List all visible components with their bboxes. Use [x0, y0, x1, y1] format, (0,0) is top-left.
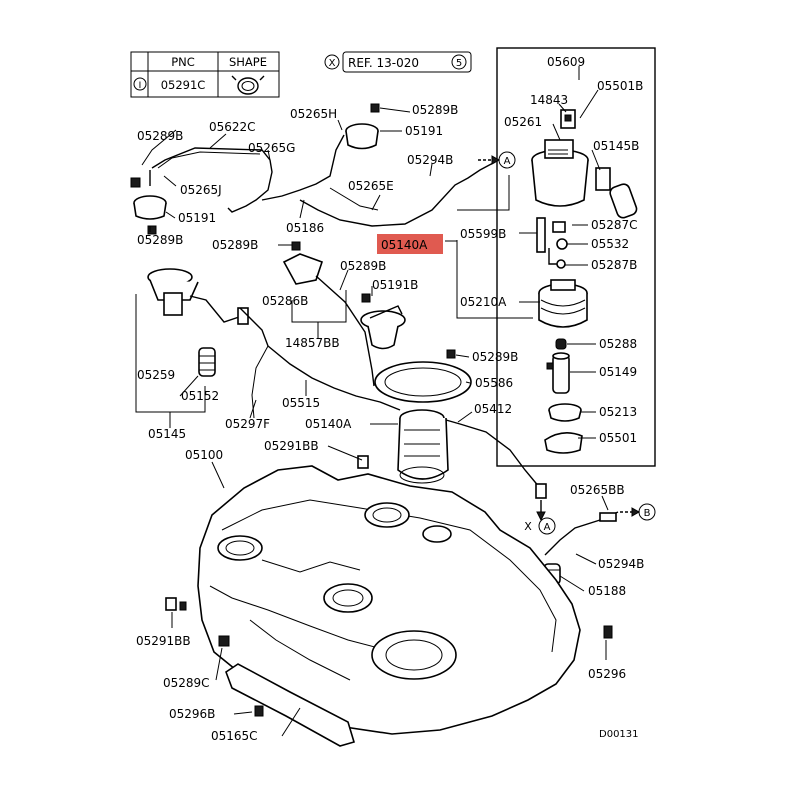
- label-05296B: 05296B: [169, 707, 215, 721]
- pump-module-exploded-box: [496, 47, 656, 467]
- leader-lines: [135, 66, 609, 737]
- label-05286B: 05286B: [262, 294, 308, 308]
- label-05145B: 05145B: [593, 139, 639, 153]
- label-05152: 05152: [181, 389, 219, 403]
- pnc-shape-table: PNC SHAPE I 05291C: [130, 51, 280, 98]
- label-05261: 05261: [504, 115, 542, 129]
- fuel-filler-cap-05191-left: [130, 177, 167, 235]
- label-05287C: 05287C: [591, 218, 638, 232]
- label-05210A: 05210A: [460, 295, 507, 309]
- fuel-tank-05100-part: [197, 465, 581, 735]
- label-05265J: 05265J: [180, 183, 222, 197]
- highlight-box-05140A: [377, 234, 443, 254]
- label-05622C: 05622C: [209, 120, 256, 134]
- label-05289B-right: 05289B: [340, 259, 386, 273]
- holder-05501-part: [544, 432, 583, 454]
- part-labels: 05609 05501B 14843 05261 05145B 05287C 0…: [136, 55, 644, 743]
- label-05188: 05188: [588, 584, 626, 598]
- label-05265H: 05265H: [290, 107, 337, 121]
- label-14843: 14843: [530, 93, 568, 107]
- label-05291BB-lower: 05291BB: [136, 634, 191, 648]
- label-05412: 05412: [474, 402, 512, 416]
- label-05265BB: 05265BB: [570, 483, 625, 497]
- label-05140A-highlighted: 05140A: [381, 238, 428, 252]
- label-14857BB: 14857BB: [285, 336, 340, 350]
- label-05289B-left: 05289B: [137, 129, 183, 143]
- label-05501B: 05501B: [597, 79, 643, 93]
- strainer-05213-part: [548, 403, 582, 422]
- fuel-lines-lower: [239, 307, 619, 556]
- exploded-link-lines: [456, 175, 533, 319]
- label-05288: 05288: [599, 337, 637, 351]
- label-05294B-lower: 05294B: [598, 557, 644, 571]
- table-cell-pnc: 05291C: [161, 78, 206, 92]
- label-05191B: 05191B: [372, 278, 418, 292]
- label-05165C: 05165C: [211, 729, 258, 743]
- table-row-mark: I: [139, 81, 142, 91]
- label-05532: 05532: [591, 237, 629, 251]
- reference-mark: X: [329, 58, 336, 69]
- label-05289B-mid: 05289B: [137, 233, 183, 247]
- pump-module-top-part: [531, 139, 589, 207]
- table-header-shape: SHAPE: [229, 55, 267, 69]
- label-05609: 05609: [547, 55, 585, 69]
- sender-bracket-05286B-part: [282, 241, 375, 387]
- label-05297F: 05297F: [225, 417, 270, 431]
- label-05265E: 05265E: [348, 179, 394, 193]
- label-05265G: 05265G: [248, 141, 295, 155]
- label-05291BB-top: 05291BB: [264, 439, 319, 453]
- fuel-filler-cap-05191-upper: [345, 103, 380, 150]
- tube-05599B-part: [536, 217, 546, 253]
- reference-tag: X REF. 13-020 5: [324, 51, 472, 73]
- reference-text: REF. 13-020: [348, 56, 419, 70]
- callout-a-top: A: [504, 156, 511, 167]
- fuel-gauge-unit-05259-part: [147, 268, 249, 377]
- label-05191-top: 05191: [405, 124, 443, 138]
- label-05501: 05501: [599, 431, 637, 445]
- label-05259: 05259: [137, 368, 175, 382]
- bolts: [165, 455, 613, 717]
- label-05213: 05213: [599, 405, 637, 419]
- label-05515: 05515: [282, 396, 320, 410]
- callout-arrows: [478, 155, 641, 517]
- label-05586: 05586: [475, 376, 513, 390]
- diagram-id: D00131: [599, 729, 639, 740]
- label-05289B-center: 05289B: [212, 238, 258, 252]
- label-05100: 05100: [185, 448, 223, 462]
- label-05287B: 05287B: [591, 258, 637, 272]
- label-05599B: 05599B: [460, 227, 506, 241]
- callout-b-right: B: [644, 508, 651, 519]
- grommet-05288-part: [555, 338, 567, 350]
- label-05289C: 05289C: [163, 676, 210, 690]
- protector-plate-05165C-part: [225, 663, 355, 747]
- filler-cap-05191B-part: [360, 293, 406, 350]
- label-05140A: 05140A: [305, 417, 352, 431]
- fuel-pump-assembly-05140A-part: [397, 409, 449, 484]
- pump-holder-05210A-part: [538, 279, 588, 328]
- connector-14843-part: [560, 109, 576, 129]
- label-05296: 05296: [588, 667, 626, 681]
- label-05145: 05145: [148, 427, 186, 441]
- fuel-pump-05149-part: [546, 352, 570, 394]
- callout-a-bottom: A: [544, 522, 551, 533]
- label-05289B-lower: 05289B: [472, 350, 518, 364]
- label-05289B-top: 05289B: [412, 103, 458, 117]
- callout-x-mark: X: [524, 520, 532, 533]
- regulator-parts: [548, 221, 568, 269]
- fuel-lines-upper: [149, 134, 496, 227]
- filter-05145B-part: [595, 167, 638, 219]
- gasket-ring-05586-part: [374, 349, 472, 403]
- table-header-pnc: PNC: [171, 55, 195, 69]
- reference-circled: 5: [456, 58, 462, 69]
- label-05294B-top: 05294B: [407, 153, 453, 167]
- label-05149: 05149: [599, 365, 637, 379]
- hose-clamp-shape-icon: [231, 75, 265, 95]
- callout-circles: A A B B X: [498, 151, 656, 535]
- label-05191-left: 05191: [178, 211, 216, 225]
- label-05186: 05186: [286, 221, 324, 235]
